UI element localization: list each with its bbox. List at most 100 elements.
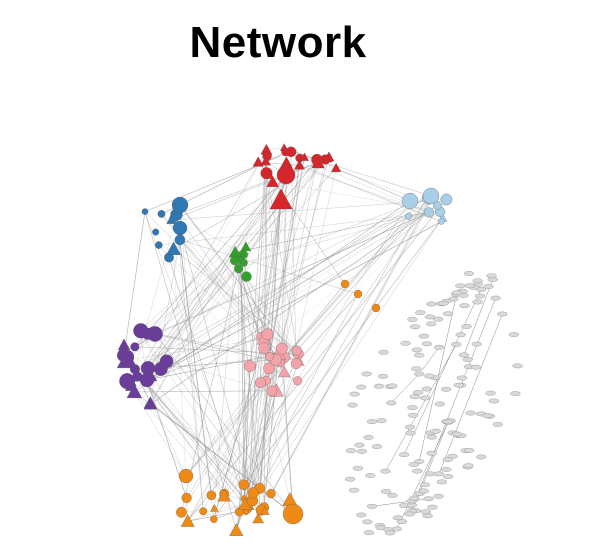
grey-node xyxy=(463,271,475,276)
grey-node xyxy=(366,503,378,509)
network-edge xyxy=(144,211,282,349)
grey-node xyxy=(455,332,466,338)
purple-node xyxy=(143,396,157,409)
network-edge xyxy=(185,193,436,477)
grey-node xyxy=(412,389,424,395)
network-edge xyxy=(150,260,241,404)
grey-node xyxy=(434,401,445,407)
blue-node xyxy=(169,214,178,223)
grey-node xyxy=(430,428,441,434)
grey-node xyxy=(363,434,374,440)
network-edge xyxy=(438,313,503,474)
grey-node xyxy=(418,488,430,494)
network-edge xyxy=(154,212,430,335)
grey-node xyxy=(497,311,508,317)
grey-node xyxy=(470,364,481,370)
network-edge xyxy=(134,390,277,393)
purple-node xyxy=(159,354,174,368)
network-edge xyxy=(244,151,292,499)
grey-node xyxy=(488,398,500,404)
blue-node xyxy=(171,196,189,214)
grey-node xyxy=(433,471,445,477)
network-edge xyxy=(147,163,287,381)
network-edge xyxy=(403,289,482,455)
orange-node xyxy=(180,514,195,527)
grey-node xyxy=(409,495,420,501)
grey-node xyxy=(409,324,421,330)
grey-node xyxy=(363,530,375,535)
grey-node xyxy=(453,382,465,388)
network-edge xyxy=(391,373,420,404)
network-edge xyxy=(269,165,300,357)
network-edge xyxy=(371,498,429,507)
grey-node xyxy=(422,513,433,519)
grey-node xyxy=(472,299,483,305)
grey-node xyxy=(464,283,476,289)
red-node xyxy=(266,175,279,187)
network-edge xyxy=(130,174,287,387)
network-edge xyxy=(130,386,187,477)
network-edge xyxy=(235,215,409,253)
network-edge xyxy=(243,262,265,508)
network-edge xyxy=(463,279,494,355)
grey-node xyxy=(418,333,430,339)
network-edge xyxy=(266,173,300,362)
orange-node xyxy=(371,303,381,313)
network-edge xyxy=(134,214,177,370)
network-edge xyxy=(214,260,236,509)
network-edge xyxy=(146,174,287,381)
grey-node xyxy=(443,474,454,479)
network-edge xyxy=(213,201,430,520)
network-edge xyxy=(123,211,146,356)
network-edge xyxy=(134,200,411,393)
grey-node xyxy=(411,347,423,353)
network-edge xyxy=(179,227,259,519)
grey-node xyxy=(406,502,417,508)
network-edge xyxy=(140,268,239,331)
network-edge xyxy=(396,422,449,530)
grey-node xyxy=(404,511,415,517)
red-node xyxy=(279,143,289,151)
grey-node xyxy=(377,373,389,379)
pink-node xyxy=(258,342,270,354)
diagram-title: Network xyxy=(189,18,367,67)
grey-node xyxy=(440,386,452,392)
lightblue-node xyxy=(423,207,434,218)
orange-node xyxy=(252,512,264,524)
red-node xyxy=(269,188,293,210)
network-edge xyxy=(147,157,305,369)
network-edge xyxy=(139,156,330,331)
red-node xyxy=(263,169,275,179)
grey-node xyxy=(458,352,470,358)
grey-node xyxy=(471,341,482,347)
lightblue-node xyxy=(405,212,413,220)
network-edge xyxy=(134,174,287,348)
network-edge xyxy=(385,344,457,472)
purple-node xyxy=(139,372,155,388)
grey-node xyxy=(411,366,422,372)
grey-node xyxy=(464,447,475,453)
grey-node xyxy=(424,314,436,320)
network-edge xyxy=(150,205,438,405)
grey-node xyxy=(421,386,432,392)
grey-node xyxy=(348,487,360,493)
orange-node xyxy=(199,507,208,516)
grey-node xyxy=(386,400,397,406)
grey-node xyxy=(465,410,476,416)
grey-node xyxy=(463,463,474,469)
red-node xyxy=(299,152,309,161)
network-edge xyxy=(147,149,267,381)
network-edge xyxy=(280,195,432,363)
lightblue-node xyxy=(440,193,453,206)
grey-node xyxy=(387,383,398,389)
pink-node xyxy=(244,360,256,372)
grey-node xyxy=(436,479,448,485)
lightblue-node xyxy=(422,187,440,205)
network-edge xyxy=(263,193,436,508)
grey-node xyxy=(486,273,497,279)
grey-node xyxy=(508,332,520,337)
grey-node xyxy=(404,424,416,430)
grey-node xyxy=(381,489,392,494)
network-edge xyxy=(187,199,447,522)
grey-node xyxy=(427,504,438,510)
